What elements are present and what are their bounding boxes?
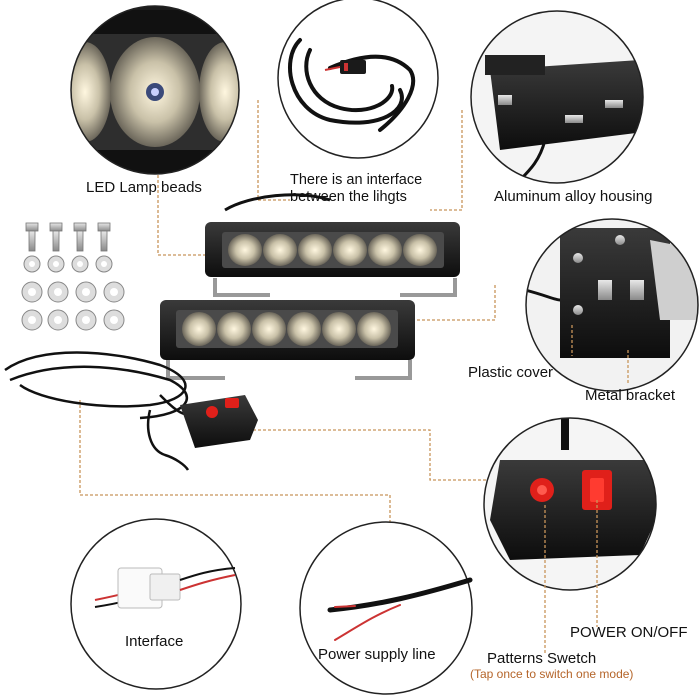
light-bar-top bbox=[205, 193, 460, 297]
label-metal-bracket: Metal bracket bbox=[585, 387, 676, 404]
leader-housing bbox=[430, 110, 463, 211]
cable-icon bbox=[4, 351, 201, 471]
leader-power-line bbox=[79, 400, 391, 540]
led-lamp-beads-circle bbox=[70, 5, 240, 175]
leader-switch bbox=[248, 429, 490, 481]
leader-plastic-cover bbox=[410, 285, 496, 321]
label-power-onoff: POWER ON/OFF bbox=[570, 624, 688, 641]
label-plastic-cover: Plastic cover bbox=[468, 364, 554, 381]
label-patterns-note: (Tap once to switch one mode) bbox=[470, 667, 634, 681]
switch-box-icon bbox=[180, 395, 258, 448]
light-bar-bottom bbox=[160, 300, 415, 380]
label-interface-line2: between the lihgts bbox=[290, 189, 407, 205]
cable-icon bbox=[327, 577, 473, 641]
housing-circle bbox=[470, 10, 644, 184]
connector-circle bbox=[70, 518, 242, 690]
label-power-supply-line: Power supply line bbox=[318, 646, 436, 663]
leader-lines bbox=[79, 100, 496, 540]
wire-harness-icon bbox=[288, 38, 416, 132]
label-led-lamp-beads: LED Lamp beads bbox=[86, 179, 202, 196]
power-line-circle bbox=[299, 521, 473, 695]
connector-icon bbox=[94, 567, 236, 609]
label-patterns-switch: Patterns Swetch bbox=[487, 650, 597, 667]
wire-interface-circle bbox=[277, 0, 439, 159]
label-interface: Interface bbox=[125, 633, 184, 650]
hardware-bolt-icon bbox=[21, 222, 125, 331]
leader-led-beads bbox=[157, 165, 215, 256]
housing-icon bbox=[485, 55, 643, 182]
label-interface-line1: There is an interface bbox=[290, 172, 423, 188]
label-aluminum-housing: Aluminum alloy housing bbox=[494, 188, 653, 205]
leader-interface-between bbox=[257, 100, 290, 201]
switch-circle bbox=[483, 417, 657, 655]
